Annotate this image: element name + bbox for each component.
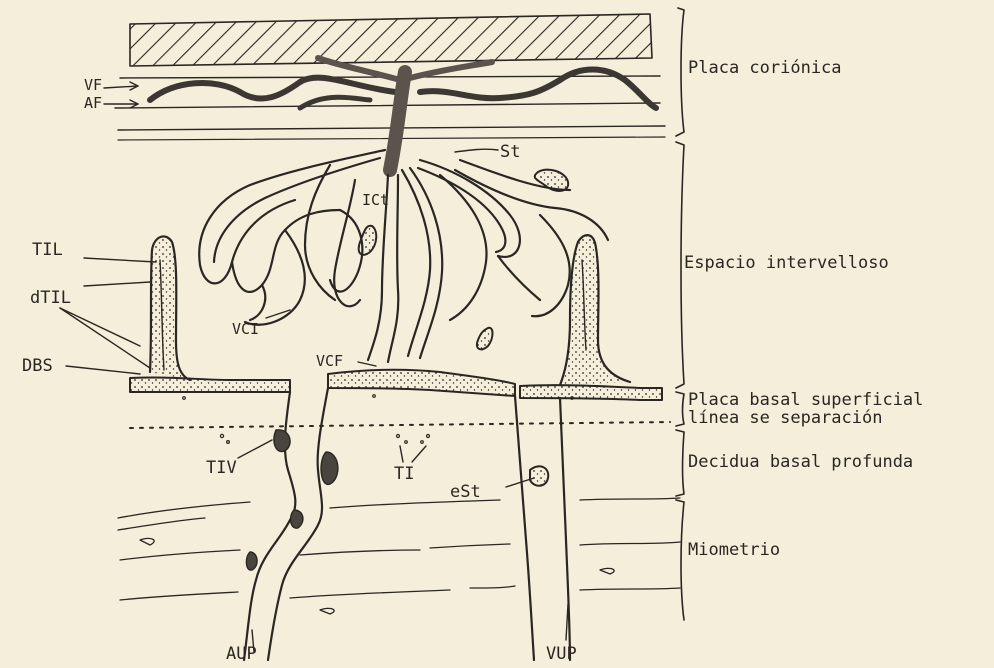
bracket-basal-plate [676,392,684,426]
leader-lines [60,149,568,652]
label-espacio-intervelloso: Espacio intervelloso [684,255,889,272]
label-dtil: dTIL [30,290,71,307]
syncytial-sprout-st [535,170,569,191]
bracket-chorionic-plate [676,8,684,136]
label-aup: AUP [226,646,257,663]
basal-plate-left [130,377,290,392]
stem-villus-trunk [390,72,405,170]
label-placa-corionica: Placa coriónica [688,60,842,77]
label-est: eSt [450,484,481,501]
label-st: St [500,144,520,161]
chorionic-plate-line-2 [115,103,660,108]
basal-plate-right [520,385,662,400]
label-af: AF [84,96,102,111]
label-linea-separacion: línea se separación [688,410,882,427]
trophoblast-plug-3 [291,510,303,528]
trophoblast-plug-2 [321,452,338,484]
bracket-deep-decidua [676,430,684,496]
label-vci: VCI [232,322,259,337]
bracket-myometrium [676,500,684,620]
myometrium-texture [118,498,680,614]
right-septum [560,235,630,385]
fetal-vessel-right [420,70,656,109]
left-septum [150,236,190,380]
label-vcf: VCF [316,354,343,369]
label-tiv: TIV [206,460,237,477]
label-dbs: DBS [22,358,53,375]
trophoblast-plug-4 [246,552,257,570]
vf-arrow [104,86,138,88]
label-miometrio: Miometrio [688,542,780,559]
bracket-intervillous-space [676,142,684,388]
label-decidua-basal-profunda: Decidua basal profunda [688,454,913,471]
label-vup: VUP [546,646,577,663]
chorionic-plate-hatch [130,14,652,66]
label-placa-basal-superficial: Placa basal superficial [688,392,923,409]
label-vf: VF [84,78,102,93]
trophoblast-plug-1 [274,430,290,452]
label-ict: ICt [362,193,389,208]
endovascular-trophoblast-est [530,466,548,485]
cytotrophoblast-ict [359,226,377,255]
vein-vup-right-wall [560,398,570,660]
separation-line [130,422,670,428]
label-ti: TI [394,466,414,483]
basal-plate-mid [328,370,515,396]
floating-fragment [477,328,493,350]
vein-vup-left-wall [515,396,534,660]
label-til: TIL [32,242,63,259]
artery-aup-left-wall [244,392,295,660]
